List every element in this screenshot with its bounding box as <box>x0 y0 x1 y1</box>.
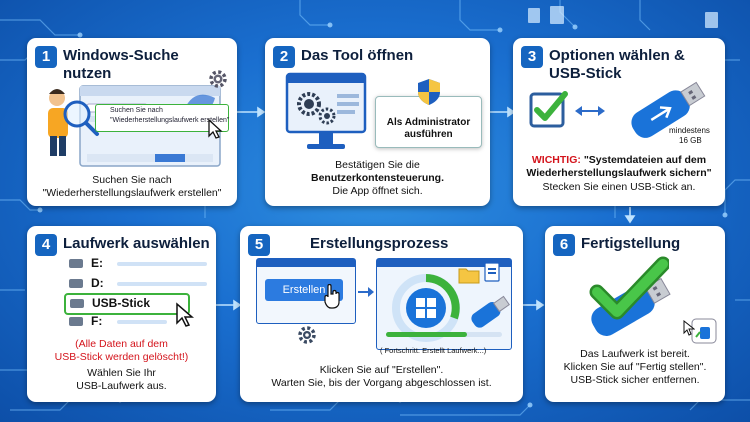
step-number: 3 <box>521 46 543 68</box>
step-desc-1: Das Laufwerk ist bereit. <box>580 348 690 360</box>
warning-line: WICHTIG: "Systemdateien auf dem <box>513 154 725 167</box>
search-box-line2: "Wiederherstellungslaufwerk erstellen" <box>110 117 230 124</box>
step-desc-1: Suchen Sie nach <box>92 174 172 186</box>
drive-bar <box>117 262 207 266</box>
warning-label: WICHTIG: <box>531 154 581 166</box>
warning-text-1: (Alle Daten auf dem <box>75 338 168 350</box>
warning-text-1: "Systemdateien auf dem <box>583 154 707 166</box>
drive-label: F: <box>91 314 103 328</box>
step-1-card: 1 Windows-Suche nutzen Suchen Sie nach "… <box>27 38 237 206</box>
progress-bar <box>386 332 502 337</box>
step-desc-2: Benutzerkontensteuerung. <box>310 172 444 184</box>
progress-text: ( Fortschritt: Erstellt Laufwerk...) <box>380 346 487 355</box>
gear-icon <box>298 326 316 344</box>
step-number: 5 <box>248 234 270 256</box>
admin-line2: ausführen <box>404 129 453 140</box>
step-3-card: 3 Optionen wählen & USB-Stick mindestens… <box>513 38 725 206</box>
drive-bar <box>117 282 207 286</box>
step-desc-1: Wählen Sie Ihr <box>87 367 156 379</box>
step-desc-2: Warten Sie, bis der Vorgang abgeschlosse… <box>271 377 492 389</box>
usb-drive-icon <box>70 299 84 308</box>
create-button[interactable]: Erstellen <box>265 279 343 301</box>
windows-logo-icon <box>392 274 460 342</box>
drive-label: E: <box>91 256 103 270</box>
usb-size-line1: mindestens <box>669 126 710 135</box>
step-number: 2 <box>273 46 295 68</box>
shield-icon <box>418 79 440 105</box>
app-window-small: Erstellen <box>256 258 356 324</box>
step-title: Laufwerk auswählen <box>63 235 210 252</box>
drive-item-usb[interactable]: USB-Stick <box>64 293 190 315</box>
progress-fill <box>386 332 468 337</box>
step-desc-2: "Wiederherstellungslaufwerk erstellen" <box>42 187 222 199</box>
warning-text-2: Wiederherstellungslaufwerk sichern" <box>526 167 712 179</box>
usb-icon <box>471 295 510 328</box>
folder-icon <box>458 268 480 284</box>
drive-item-d[interactable]: D: <box>69 276 209 292</box>
step-desc-2: Klicken Sie auf "Fertig stellen". <box>563 361 707 373</box>
drive-item-e[interactable]: E: <box>69 256 209 272</box>
step-6-card: 6 Fertigstellung Das Laufwerk ist bereit… <box>545 226 725 402</box>
step-desc-3: Die App öffnet sich. <box>332 185 423 197</box>
step-4-card: 4 Laufwerk auswählen E: D: USB-Stick F: … <box>27 226 216 402</box>
usb-icon <box>631 81 706 138</box>
step-desc-3: USB-Stick sicher entfernen. <box>570 374 700 386</box>
cursor-icon <box>324 284 340 309</box>
step-title: Erstellungsprozess <box>310 235 449 252</box>
usb-size-line2: 16 GB <box>679 136 702 145</box>
drive-icon <box>69 259 83 268</box>
drive-icon <box>69 317 83 326</box>
step-title: Windows-Suche nutzen <box>63 47 179 82</box>
step-desc-1: Klicken Sie auf "Erstellen". <box>319 364 444 376</box>
step-desc: Stecken Sie einen USB-Stick an. <box>542 181 696 193</box>
step-title-line2: USB-Stick <box>549 65 622 82</box>
drive-icon <box>69 279 83 288</box>
step-title: Das Tool öffnen <box>301 47 414 64</box>
gear-icon <box>209 70 227 88</box>
document-icon <box>484 262 500 282</box>
step-number: 6 <box>553 234 575 256</box>
arrow-right-icon <box>358 287 374 297</box>
search-box[interactable]: Suchen Sie nach "Wiederherstellungslaufw… <box>95 104 229 132</box>
safe-remove-icon <box>691 318 717 344</box>
warning-text-2: USB-Stick werden gelöscht!) <box>54 351 189 363</box>
check-icon[interactable] <box>529 90 569 130</box>
cursor-icon <box>176 302 195 327</box>
step-5-card: 5 Erstellungsprozess Erstellen ( <box>240 226 523 402</box>
check-icon <box>589 256 669 320</box>
step-number: 1 <box>35 46 57 68</box>
drive-label: USB-Stick <box>92 296 151 310</box>
double-arrow-icon <box>575 106 605 116</box>
search-box-line1: Suchen Sie nach <box>110 107 163 114</box>
step-title-line1: Optionen wählen & <box>549 47 685 64</box>
search-icon <box>63 100 99 136</box>
step-desc-1: Bestätigen Sie die <box>335 159 420 171</box>
step-desc-2: USB-Laufwerk aus. <box>76 380 167 392</box>
window-titlebar <box>377 259 511 267</box>
drive-item-f[interactable]: F: <box>69 314 169 330</box>
drive-label: D: <box>91 276 104 290</box>
step-number: 4 <box>35 234 57 256</box>
step-2-card: 2 Das Tool öffnen Als Administrator ausf… <box>265 38 490 206</box>
monitor-icon <box>285 72 367 149</box>
cursor-icon <box>683 320 695 336</box>
person-icon <box>48 89 68 156</box>
admin-line1: Als Administrator <box>386 117 471 128</box>
step-title: Fertigstellung <box>581 235 681 252</box>
drive-bar <box>117 320 167 324</box>
window-titlebar <box>257 259 355 267</box>
cursor-icon <box>208 118 223 139</box>
